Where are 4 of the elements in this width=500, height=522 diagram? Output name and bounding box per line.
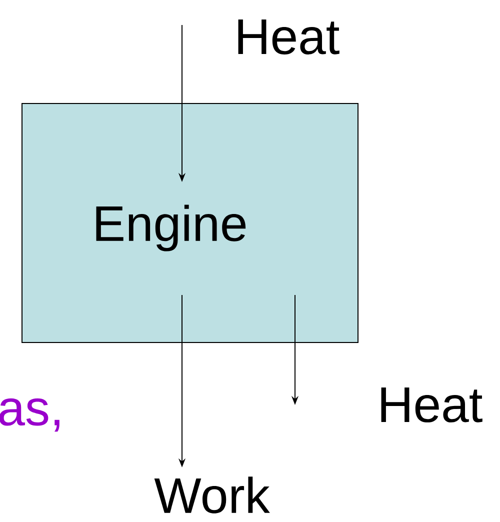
label-text: Work	[154, 476, 270, 514]
engine-box: Engine	[22, 103, 358, 343]
label-text: Heat	[238, 20, 340, 54]
label-text: Heat	[381, 388, 482, 422]
